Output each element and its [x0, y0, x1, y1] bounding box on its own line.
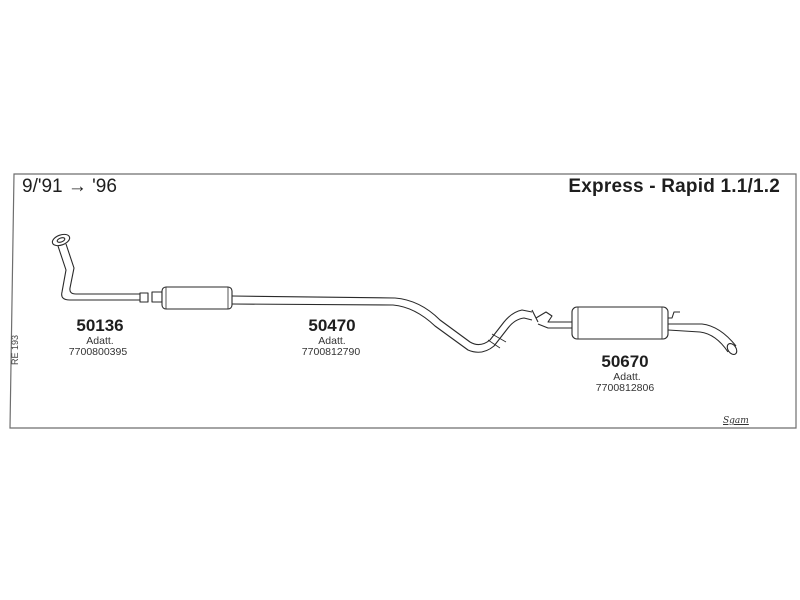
part-number-50670: 50670	[601, 352, 649, 371]
front-pipe-50136	[51, 233, 149, 303]
part-number-50470: 50470	[308, 316, 356, 335]
diagram-frame	[9, 173, 797, 429]
part-adapt-label: Adatt.	[318, 335, 346, 347]
brand-logo: Sgam	[723, 416, 749, 426]
part-adapt-label: Adatt.	[86, 335, 114, 347]
middle-pipe-50470	[151, 286, 539, 353]
part-number-50136: 50136	[76, 316, 124, 335]
part-oem-code: 7700812806	[595, 382, 655, 394]
rear-silencer-50670	[535, 306, 738, 355]
part-oem-code: 7700800395	[68, 346, 128, 358]
part-oem-code: 7700812790	[301, 346, 361, 358]
vehicle-title: Express - Rapid 1.1/1.2	[568, 176, 780, 197]
date-range: 9/'91 → '96	[22, 176, 117, 197]
side-code: RE 193	[10, 334, 20, 365]
part-adapt-label: Adatt.	[613, 371, 641, 383]
